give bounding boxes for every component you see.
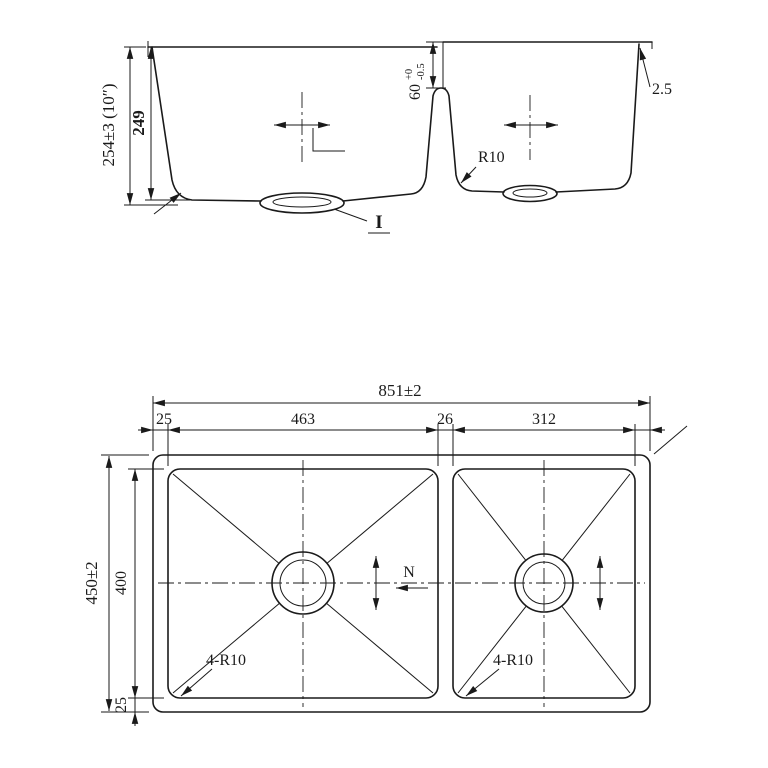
- dim-corner-radius: R10: [460, 149, 505, 184]
- dim-overall-depth-text: 254±3 (10″): [99, 84, 118, 167]
- dim-overall-depth: 254±3 (10″): [99, 46, 178, 206]
- dim-divider-value-text: 60: [407, 84, 424, 100]
- dim-divider-width-text: 26: [437, 411, 453, 428]
- dim-overall-depth-plan: 450±2: [82, 454, 149, 713]
- left-corner-radius-callout: 4-R10: [180, 652, 246, 697]
- dim-corner-radius-text: R10: [478, 149, 505, 166]
- dim-overall-width-text: 851±2: [378, 381, 421, 400]
- divider-profile: [342, 87, 505, 202]
- left-drain-inner: [272, 196, 332, 208]
- direction-label-text: N: [403, 564, 415, 581]
- leader-line: [333, 208, 368, 222]
- leader-arrow: [460, 166, 477, 184]
- dim-rim-radius-text: 2.5: [652, 81, 672, 98]
- section-label: I: [333, 208, 390, 234]
- dim-divider-tol-upper-text: +0: [404, 69, 415, 80]
- dim-width-chain: 25 463 26 312: [138, 411, 665, 466]
- dim-bowl-depth-text: 249: [129, 110, 148, 136]
- plan-centerlines: [158, 460, 645, 707]
- dim-right-bowl-width-text: 312: [532, 411, 556, 428]
- dim-overall-width: 851±2: [152, 381, 651, 451]
- section-view: 254±3 (10″) 249 60 +0 -0.5 2.5 R10: [99, 41, 672, 234]
- dim-divider-height: 60 +0 -0.5: [404, 41, 446, 100]
- dim-divider-tol-lower-text: -0.5: [416, 63, 427, 80]
- leader-arrow: [465, 668, 500, 697]
- left-drain-outer: [259, 192, 345, 214]
- left-center-elbow: [312, 128, 345, 152]
- left-bowl-left-profile: [151, 46, 262, 202]
- dim-rim-radius: 2.5: [639, 47, 672, 98]
- section-centerlines: [274, 92, 558, 162]
- right-drain-inner: [512, 188, 548, 198]
- dim-bottom-margin-text: 25: [113, 697, 130, 713]
- leader-arrow: [153, 192, 182, 215]
- dim-bowl-depth-plan: 400: [113, 468, 164, 699]
- right-bowl-right-profile: [555, 43, 640, 193]
- center-arrows: N: [372, 556, 604, 610]
- left-corner-radius-text: 4-R10: [206, 652, 246, 669]
- dim-bottom-margin: 25: [113, 697, 139, 726]
- right-corner-radius-text: 4-R10: [493, 652, 533, 669]
- section-label-text: I: [375, 212, 382, 233]
- sink-profile: [147, 41, 653, 214]
- dim-left-bowl-width-text: 463: [291, 411, 315, 428]
- corner-leader-line: [653, 425, 688, 455]
- dim-overall-depth-text: 450±2: [82, 561, 101, 604]
- right-drain-outer: [502, 184, 558, 203]
- dim-bowl-depth: 249: [129, 47, 190, 215]
- leader-arrow: [639, 47, 651, 88]
- right-corner-radius-callout: 4-R10: [465, 652, 533, 697]
- dim-bowl-depth-text: 400: [113, 571, 130, 595]
- plan-view: N 851±2 25 463 26 312: [82, 381, 688, 726]
- sink-outer-rect: [152, 454, 651, 713]
- leader-arrow: [180, 668, 213, 697]
- dim-left-margin-text: 25: [156, 411, 172, 428]
